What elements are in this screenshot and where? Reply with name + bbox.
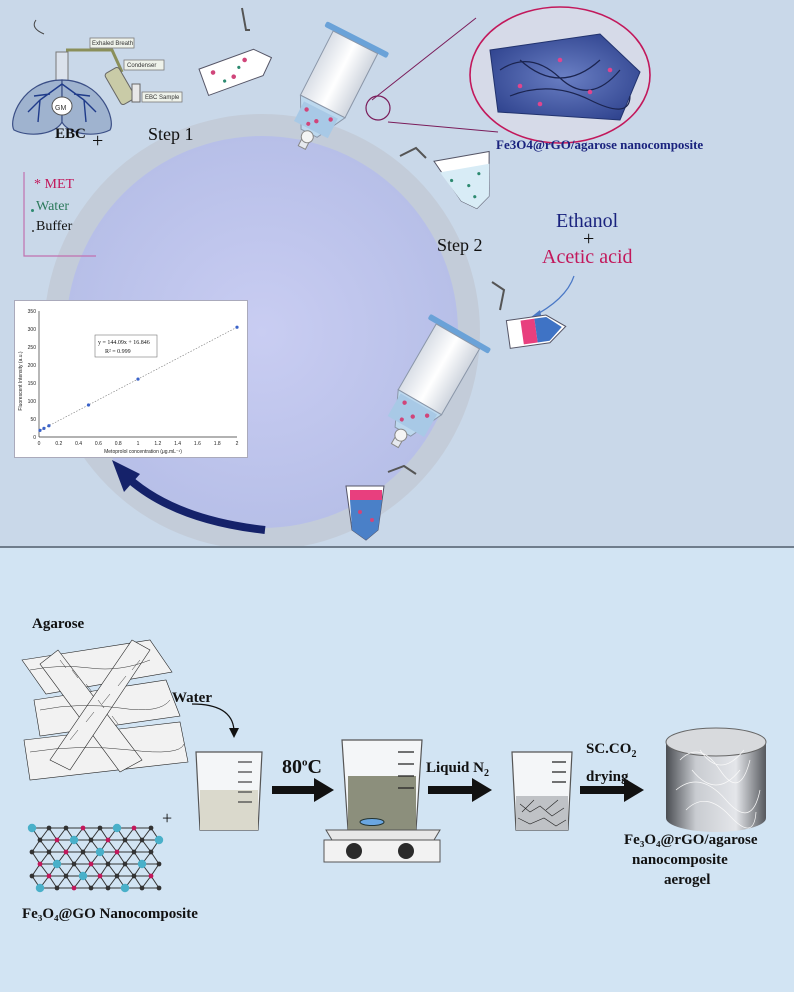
y-tick-label: 100 [28,399,37,405]
cycle-arrowhead [112,460,140,492]
filtrate-tube [433,150,490,210]
y-tick-label: 350 [28,309,37,315]
pipette-tip-bottom [387,464,417,475]
synthesis-panel [0,548,794,992]
top-graphics: GM Exhaled Breath Condenser EBC Sample [12,6,651,546]
x-tick-label: 0.8 [115,441,122,447]
calibration-xlabel: Metoprolol concentration (μg.mL⁻¹) [104,449,182,455]
exhaled-breath-label: Exhaled Breath [92,41,133,47]
acetic-acid-label: Acetic acid [542,246,633,268]
ethanol-label: Ethanol [556,210,619,232]
x-tick-label: 0.4 [75,441,82,447]
x-tick-label: 1.8 [214,441,221,447]
panel-divider [0,546,794,548]
step2-label: Step 2 [437,235,483,255]
y-tick-label: 150 [28,381,37,387]
lung-illustration: GM Exhaled Breath Condenser EBC Sample [12,19,183,135]
data-point [47,424,51,428]
ebc-sample-label: EBC Sample [145,95,180,101]
sample-tube-top [198,48,273,97]
nanocomposite-label: Fe3O4@rGO/agarose nanocomposite [496,137,704,152]
calibration-ylabel: Fluorescent Intensity (a.u.) [18,351,24,411]
aerogel-line2: nanocomposite [632,852,728,868]
zoom-source-circle [365,95,391,121]
step1-label: Step 1 [148,124,194,144]
equation-box [94,334,158,358]
scco2-subscript: 2 [631,749,637,760]
aerogel-line1: Fe₃O₄@rGO/agarose [624,832,758,848]
y-tick-label: 0 [33,435,36,441]
legend-bracket [23,172,96,257]
legend-buffer: Buffer [36,219,73,234]
zoom-line-lower [387,121,499,133]
x-tick-label: 0.2 [55,441,62,447]
liquid-n-text: Liquid N [426,760,484,776]
ethanol-arrow [529,275,575,319]
ebc-plus: + [92,130,104,152]
data-point [136,377,140,381]
y-tick-label: 300 [28,327,37,333]
x-tick-label: 2 [236,441,239,447]
data-point [86,403,91,407]
x-tick-label: 1 [137,441,140,447]
data-point [235,325,239,329]
y-tick-label: 250 [28,345,37,351]
x-tick-label: 0.6 [95,441,102,447]
pipette-tip-top [241,7,250,31]
fe3o4go-label: Fe₃O₄@GO Nanocomposite [22,906,198,922]
aerogel-line3: aerogel [664,872,711,888]
y-tick-label: 50 [30,417,36,423]
liquid-n2-label: Liquid N2 [426,760,489,779]
gm-label: GM [55,105,66,112]
legend-water: Water [36,199,70,214]
bottom-plus: + [162,808,173,828]
legend-met: * MET [34,177,75,192]
collection-tube [345,485,385,541]
trend-r2: R² = 0.999 [105,349,131,355]
temperature-value: 80 [282,756,302,778]
syringe-step1 [293,21,389,150]
x-tick-label: 0 [38,441,41,447]
pipette-tip-mid [399,146,427,159]
agarose-label: Agarose [32,616,85,632]
eluent-tube [505,314,567,349]
cycle-arrow [125,475,266,534]
condenser-label: Condenser [127,63,156,69]
data-point [42,426,46,430]
temperature-unit: C [307,756,322,778]
legend-buffer-dot [32,230,34,232]
x-tick-label: 1.2 [154,441,161,447]
zoom-line-upper [371,17,477,101]
ebc-label: EBC [55,126,86,142]
water-label: Water [172,690,212,706]
temperature-label: 80oC [282,756,322,779]
x-tick-label: 1.6 [194,441,201,447]
scco2-label: SC.CO2 drying [586,738,636,788]
liquid-n-subscript: 2 [483,768,489,779]
y-tick-label: 200 [28,363,37,369]
trend-equation: y = 144.09x + 16.846 [98,340,150,346]
nanocomposite-block [489,33,641,121]
drying-text: drying [586,769,629,785]
pipette-tip-eluent [491,281,506,311]
data-point [38,428,42,433]
ethanol-plus: + [583,228,595,250]
legend-water-dot [31,209,34,212]
degree-symbol: o [302,756,308,769]
scco2-text: SC.CO [586,741,632,757]
calibration-plot: 0 50 100 150 200 250 300 350 0 0.2 0.4 0.6 0.8 1 1.2 1… [18,309,239,455]
x-tick-label: 1.4 [174,441,181,447]
calibration-chart: 0 50 100 150 200 250 300 350 0 0.2 0.4 0.6 0.8 1 1.2 1… [14,300,248,458]
syringe-step2 [387,314,491,449]
